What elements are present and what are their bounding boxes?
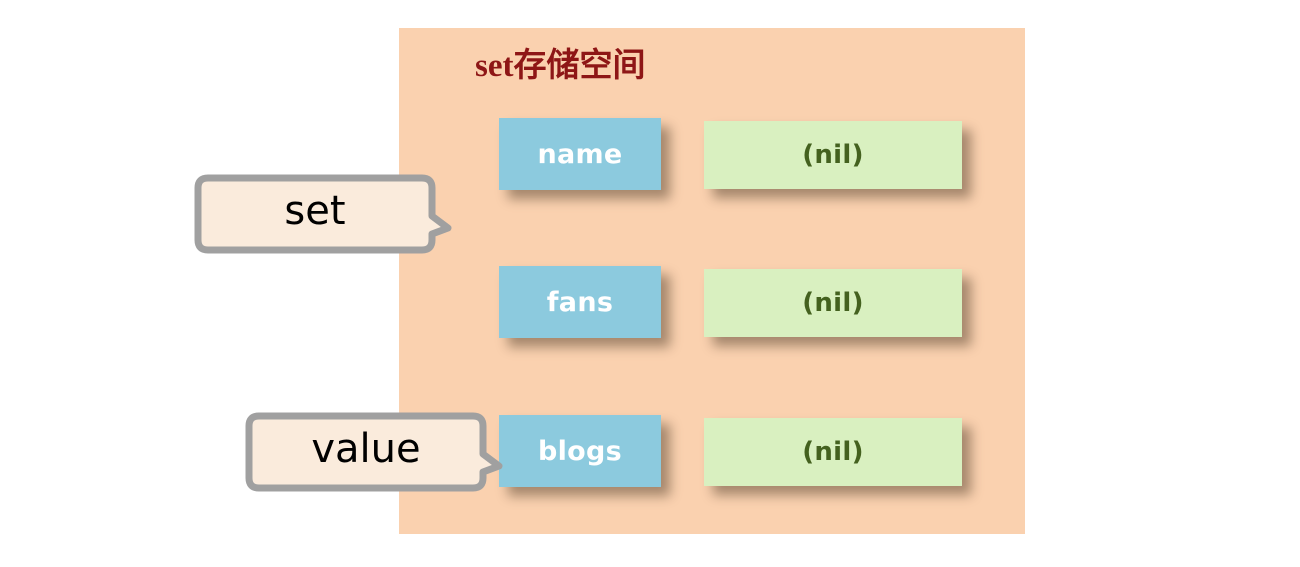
value-label: (nil) bbox=[802, 288, 864, 318]
value-label: (nil) bbox=[802, 140, 864, 170]
value-box-blogs: (nil) bbox=[704, 418, 962, 486]
callout-bubble-value: value bbox=[243, 410, 503, 494]
callout-bubble-set: set bbox=[192, 172, 452, 256]
callout-shape-icon bbox=[245, 412, 503, 492]
key-box-blogs: blogs bbox=[499, 415, 661, 487]
table-row: fans (nil) bbox=[399, 266, 1025, 340]
value-box-name: (nil) bbox=[704, 121, 962, 189]
key-label: name bbox=[537, 138, 623, 170]
key-box-fans: fans bbox=[499, 266, 661, 338]
table-row: blogs (nil) bbox=[399, 415, 1025, 489]
key-label: fans bbox=[546, 286, 614, 318]
key-label: blogs bbox=[537, 435, 623, 467]
set-storage-panel: set存储空间 name (nil) fans (nil) blogs bbox=[399, 28, 1025, 534]
table-row: name (nil) bbox=[399, 118, 1025, 192]
callout-shape-icon bbox=[194, 174, 452, 254]
key-box-name: name bbox=[499, 118, 661, 190]
value-label: (nil) bbox=[802, 437, 864, 467]
value-box-fans: (nil) bbox=[704, 269, 962, 337]
panel-title: set存储空间 bbox=[475, 48, 646, 84]
